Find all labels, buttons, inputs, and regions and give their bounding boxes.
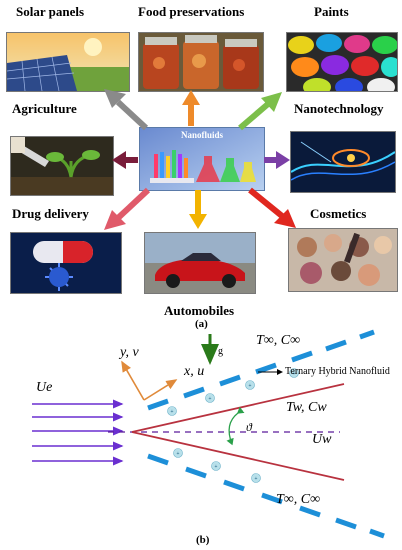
nanoparticles — [167, 368, 299, 483]
label-food-preservations: Food preservations — [138, 4, 245, 19]
automobiles-image — [144, 232, 256, 294]
svg-text:+: + — [177, 451, 180, 457]
panel-a-arrows — [104, 89, 296, 230]
caption-b: (b) — [196, 534, 210, 546]
arrow-to-agriculture — [112, 151, 138, 169]
paints-image — [286, 32, 398, 92]
svg-text:+: + — [215, 464, 218, 470]
boundary-layer-lower — [147, 453, 385, 539]
svg-text:+: + — [171, 409, 174, 415]
cosmetics-image — [288, 228, 398, 292]
nanofluids-label: Nanofluids — [180, 130, 224, 140]
label-g: g — [218, 346, 223, 357]
arrow-to-automobiles — [189, 190, 207, 229]
freestream-arrows — [32, 399, 124, 466]
arrow-to-cosmetics — [248, 187, 296, 228]
drug-delivery-image — [10, 232, 122, 294]
label-t-inf-bottom: T∞, C∞ — [276, 492, 321, 507]
agriculture-image — [10, 136, 114, 196]
label-tw-cw: Tw, Cw — [286, 400, 327, 415]
label-paints: Paints — [314, 4, 349, 19]
nanofluids-center-image: Nanofluids — [139, 127, 265, 191]
arrow-to-food — [182, 90, 200, 126]
label-ue: Ue — [36, 380, 53, 395]
caption-a: (a) — [195, 318, 208, 330]
label-theta: ϑ — [246, 420, 252, 434]
svg-text:+: + — [249, 383, 252, 389]
label-uw: Uw — [312, 432, 332, 447]
label-y-v: y, v — [120, 345, 139, 360]
label-agriculture: Agriculture — [12, 101, 77, 116]
arrow-to-drug-delivery — [104, 187, 151, 230]
label-ternary-hybrid-nanofluid: Ternary Hybrid Nanofluid — [285, 366, 390, 377]
solar-panels-image — [6, 32, 130, 92]
label-drug-delivery: Drug delivery — [12, 206, 89, 221]
coordinate-axes — [121, 360, 178, 401]
label-solar-panels: Solar panels — [16, 4, 85, 19]
nanotechnology-image — [290, 131, 396, 193]
label-t-inf-top: T∞, C∞ — [256, 333, 301, 348]
arrow-to-nanotechnology — [264, 151, 290, 169]
svg-text:+: + — [209, 396, 212, 402]
svg-text:+: + — [255, 476, 258, 482]
wedge-angle-arc — [226, 406, 245, 446]
arrow-to-paints — [238, 92, 282, 131]
arrow-to-solar — [104, 89, 149, 131]
label-cosmetics: Cosmetics — [310, 206, 367, 221]
label-automobiles: Automobiles — [164, 303, 235, 318]
label-nanotechnology: Nanotechnology — [294, 101, 384, 116]
label-x-u: x, u — [184, 364, 205, 379]
food-preservations-image — [138, 32, 264, 92]
